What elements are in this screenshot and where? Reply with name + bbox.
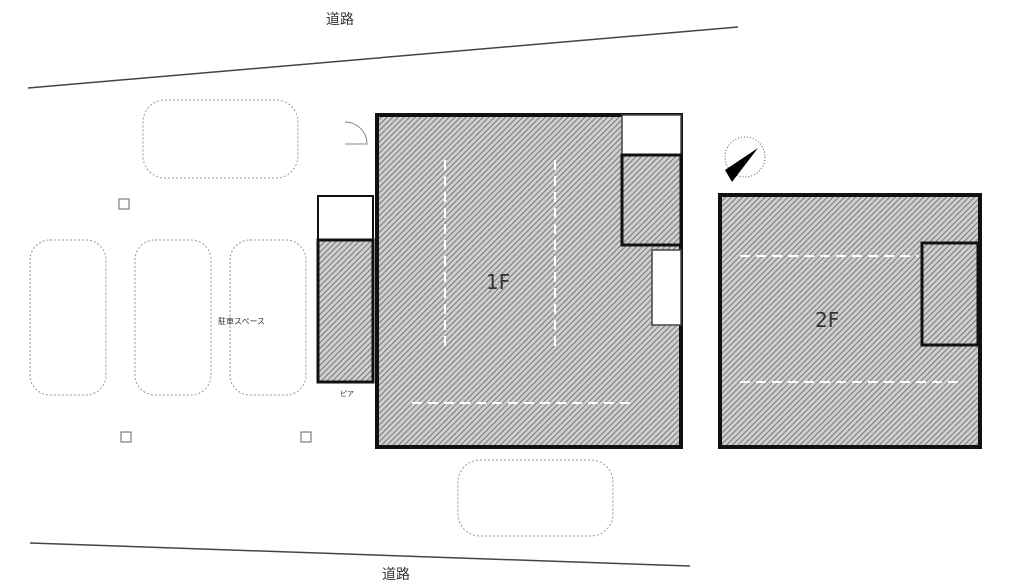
car-left-2 (134, 239, 212, 396)
marker-box (300, 431, 312, 443)
car-top (142, 99, 299, 179)
porch-label: ピア (340, 390, 354, 398)
floor-label-2f: 2F (815, 308, 840, 332)
car-bottom (457, 459, 614, 537)
car-left-1 (29, 239, 107, 396)
car-outlines (29, 99, 614, 537)
road-line-bottom (29, 542, 691, 567)
floor-label-1f: 1F (486, 270, 511, 294)
floor-1f (344, 113, 683, 449)
car-left-3 (229, 239, 307, 396)
road-line-top (27, 26, 739, 89)
road-label-bottom: 道路 (382, 567, 410, 580)
road-label-top: 道路 (326, 12, 354, 28)
marker-box (120, 431, 132, 443)
marker-box (118, 198, 130, 210)
floor-2f (718, 193, 982, 449)
parking-label: 駐車スペース (218, 317, 266, 326)
stairs-outside (316, 195, 375, 384)
north-arrow-icon (724, 136, 766, 182)
